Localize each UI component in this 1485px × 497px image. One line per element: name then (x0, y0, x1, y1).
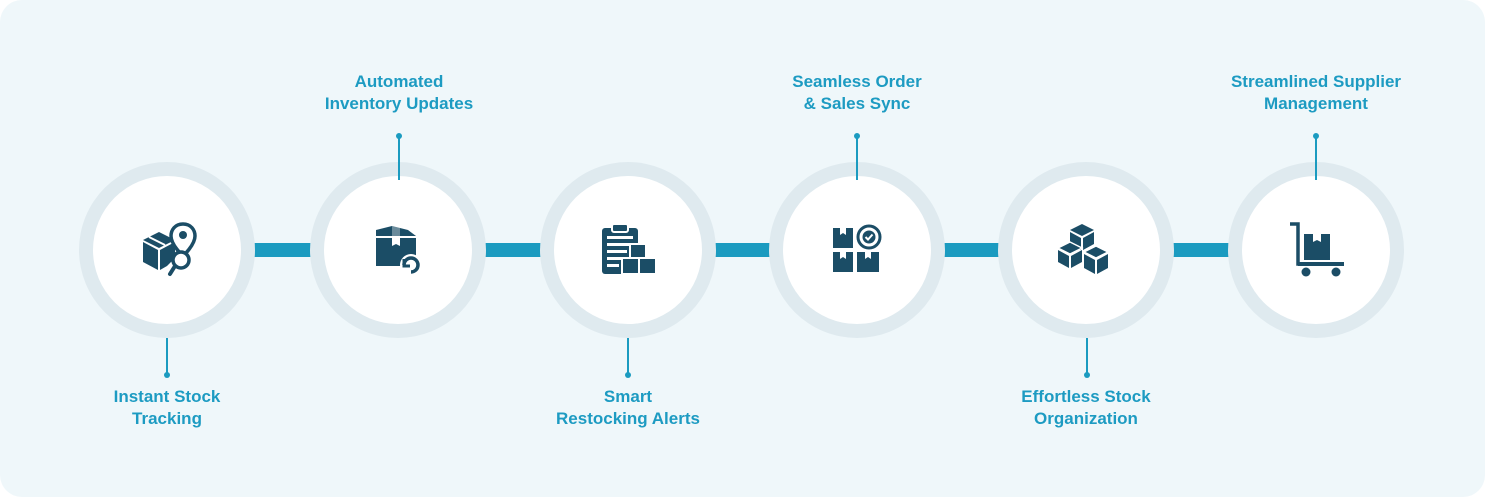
step-3-circle (554, 176, 702, 324)
step-3-node (540, 162, 716, 338)
step-5-circle (1012, 176, 1160, 324)
step-4-stem (856, 136, 858, 180)
connector-4-5 (930, 243, 1010, 257)
step-3-dot (625, 372, 631, 378)
step-4-label-line-1: Seamless Order (792, 72, 922, 91)
step-6-label-line-1: Streamlined Supplier (1230, 72, 1402, 91)
connector-2-3 (470, 243, 550, 257)
step-5-label-line-2: Organization (1034, 409, 1138, 428)
step-4-dot (854, 133, 860, 139)
stacked-cubes-icon (1056, 224, 1110, 274)
step-5-label-line-1: Effortless Stock (1021, 387, 1151, 406)
step-2-circle (324, 176, 472, 324)
step-3-label: Smart Restocking Alerts (508, 386, 748, 430)
step-2-stem (398, 136, 400, 180)
step-6-node (1228, 162, 1404, 338)
step-6-label-line-2: Management (1264, 94, 1368, 113)
step-2-dot (396, 133, 402, 139)
step-1-label-line-2: Tracking (132, 409, 202, 428)
step-1-stem (166, 338, 168, 375)
step-3-label-line-1: Smart (603, 387, 653, 406)
step-2-label: Automated Inventory Updates (279, 71, 519, 115)
step-1-circle (93, 176, 241, 324)
connector-3-4 (700, 243, 780, 257)
step-4-node (769, 162, 945, 338)
step-6-label: Streamlined Supplier Management (1196, 71, 1436, 115)
step-1-node (79, 162, 255, 338)
step-3-stem (627, 338, 629, 375)
step-4-circle (783, 176, 931, 324)
step-6-dot (1313, 133, 1319, 139)
step-5-node (998, 162, 1174, 338)
step-5-label: Effortless Stock Organization (966, 386, 1206, 430)
step-4-label: Seamless Order & Sales Sync (737, 71, 977, 115)
step-5-stem (1086, 338, 1088, 375)
step-2-node (310, 162, 486, 338)
step-1-dot (164, 372, 170, 378)
step-5-dot (1084, 372, 1090, 378)
step-4-label-line-2: & Sales Sync (803, 94, 911, 113)
step-2-label-line-1: Automated (354, 72, 444, 91)
connector-1-2 (240, 243, 320, 257)
hand-truck-icon (1290, 222, 1344, 277)
connector-5-6 (1160, 243, 1240, 257)
clipboard-boxes-icon (602, 223, 657, 275)
step-1-label: Instant Stock Tracking (47, 386, 287, 430)
step-2-label-line-2: Inventory Updates (324, 94, 474, 113)
step-3-label-line-2: Restocking Alerts (556, 409, 700, 428)
boxes-check-icon (833, 224, 882, 272)
box-refresh-icon (376, 226, 422, 276)
step-1-label-line-1: Instant Stock (113, 387, 221, 406)
box-location-icon (143, 222, 197, 276)
step-6-circle (1242, 176, 1390, 324)
step-6-stem (1315, 136, 1317, 180)
